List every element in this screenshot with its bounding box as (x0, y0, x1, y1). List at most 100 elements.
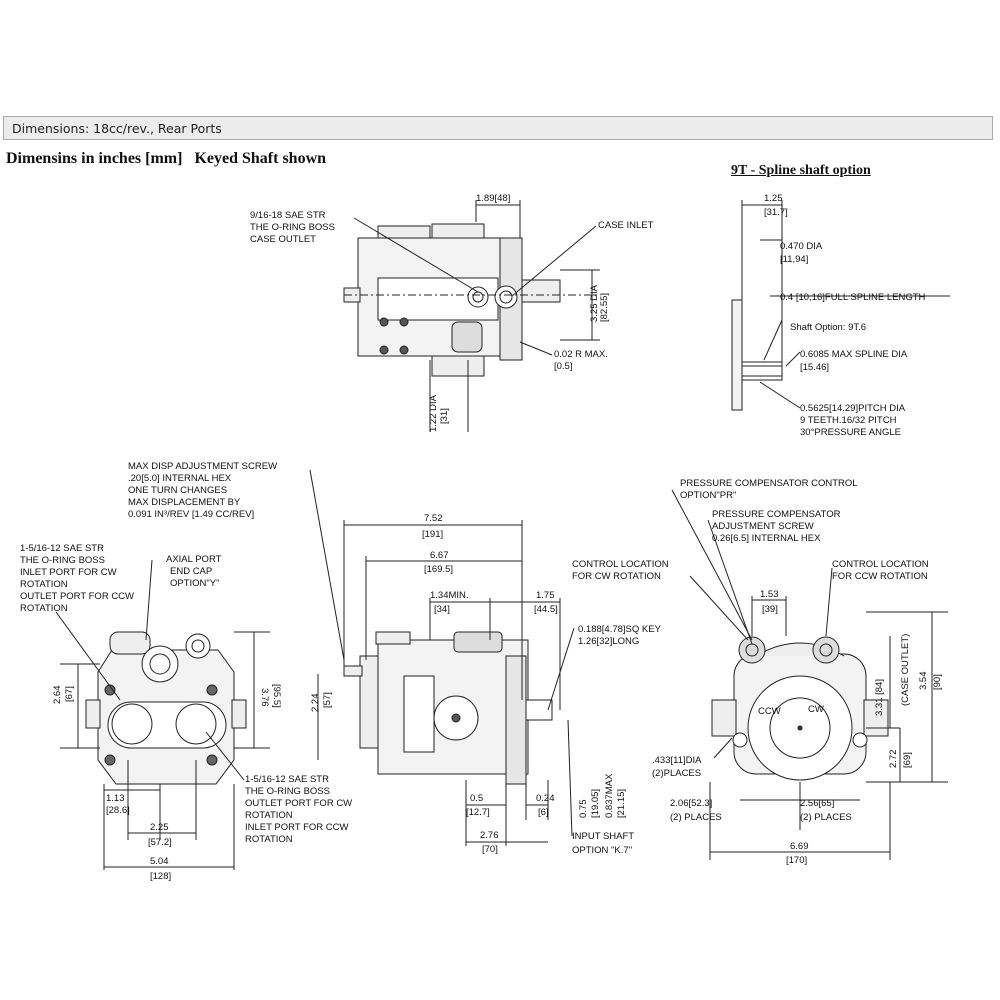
hole-dia-label: .433[11]DIA (652, 755, 702, 766)
max-disp-label-5: 0.091 IN³/REV [1.49 CC/REV] (128, 509, 254, 520)
dim-2-64: 2.64 (52, 686, 63, 705)
front-view-pump (711, 636, 889, 781)
cw-location-label-1: CONTROL LOCATION (572, 559, 669, 570)
dim-3-76: 3.76 (259, 688, 270, 707)
main-heading: Dimensins in inches [mm] Keyed Shaft sho… (6, 150, 327, 167)
dim-0-75-mm: [19.05] (590, 789, 601, 818)
dim-2-06-places: (2) PLACES (670, 812, 722, 823)
dim-2-56: 2.56[65] (800, 798, 834, 809)
dim-0-5-mm: [12.7] (466, 807, 490, 818)
dim-2-56-places: (2) PLACES (800, 812, 852, 823)
hole-places-label: (2)PLACES (652, 768, 701, 779)
dim-2-25-mm: [57.2] (148, 837, 172, 848)
spline-shaft-view (731, 299, 783, 411)
dim-0-837-mm: [21.15] (616, 789, 627, 818)
dim-1-25: 1.25 (764, 193, 783, 204)
inlet-port-label-1: 1-5/16-12 SAE STR (20, 543, 104, 554)
cw-location-label-2: FOR CW ROTATION (572, 571, 661, 582)
dim-2-25: 2.25 (150, 822, 169, 833)
dim-5-04: 5.04 (150, 856, 169, 867)
outlet-port-label-2: THE O-RING BOSS (245, 786, 330, 797)
dim-2-72: 2.72 (888, 750, 899, 769)
max-spline-dia-mm: [15.46] (800, 362, 829, 373)
pressure-angle: 30°PRESSURE ANGLE (800, 427, 901, 438)
pc-control-label-1: PRESSURE COMPENSATOR CONTROL (680, 478, 858, 489)
case-inlet-label: CASE INLET (598, 220, 654, 231)
dim-6-69: 6.69 (790, 841, 809, 852)
cw-label: CW (808, 704, 824, 715)
outlet-port-label-6: ROTATION (245, 834, 293, 845)
dim-2-24: 2.24 (310, 694, 321, 713)
key-label-2: 1.26[32]LONG (578, 636, 639, 647)
dim-1-34-mm: [34] (434, 604, 450, 615)
dim-1-22-dia: 1.22 DIA (428, 394, 439, 432)
dim-3-25-dia: 3.25 DIA (589, 284, 600, 322)
pc-screw-label-2: ADJUSTMENT SCREW (712, 521, 814, 532)
dim-1-22-dia-mm: [31] (439, 408, 450, 424)
spline-length-label: 0.4 [10,16]FULL SPLINE LENGTH (780, 292, 926, 303)
dim-3-25-dia-mm: [82.55] (599, 293, 610, 322)
dim-2-76: 2.76 (480, 830, 499, 841)
header-title: Dimensions: 18cc/rev., Rear Ports (12, 121, 222, 136)
radius-label-2: [0.5] (554, 361, 573, 372)
ccw-location-label-1: CONTROL LOCATION (832, 559, 929, 570)
dim-1-75: 1.75 (536, 590, 555, 601)
ccw-location-label-2: FOR CCW ROTATION (832, 571, 928, 582)
case-outlet-label-3: CASE OUTLET (250, 234, 316, 245)
inlet-port-label-2: THE O-RING BOSS (20, 555, 105, 566)
top-view-pump (343, 223, 600, 377)
dim-6-69-mm: [170] (786, 855, 807, 866)
dim-1-13: 1.13 (106, 793, 125, 804)
dim-2-72-mm: [69] (902, 752, 913, 768)
dim-1-34-min: 1.34MIN. (430, 590, 469, 601)
ccw-label: CCW (758, 706, 781, 717)
dim-0-24: 0.24 (536, 793, 555, 804)
dim-0-5: 0.5 (470, 793, 483, 804)
dim-6-67: 6.67 (430, 550, 449, 561)
side-view-pump (343, 631, 553, 785)
key-label-1: 0.188[4.78]SQ KEY (578, 624, 662, 635)
dim-2-24-mm: [57] (322, 692, 333, 708)
dim-0-24-mm: [6] (538, 807, 549, 818)
dim-3-31-case-outlet: (CASE OUTLET) (900, 634, 911, 706)
dim-1-75-mm: [44.5] (534, 604, 558, 615)
outlet-port-label-4: ROTATION (245, 810, 293, 821)
dia-0-470: 0.470 DIA (780, 241, 823, 252)
dia-0-470-mm: [11,94] (780, 254, 808, 265)
dim-7-52: 7.52 (424, 513, 443, 524)
dim-5-04-mm: [128] (150, 871, 171, 882)
outlet-port-label-1: 1-5/16-12 SAE STR (245, 774, 329, 785)
dim-3-54-mm: [90] (932, 674, 943, 690)
max-disp-label-3: ONE TURN CHANGES (128, 485, 227, 496)
max-disp-label-1: MAX DISP ADJUSTMENT SCREW (128, 461, 277, 472)
outlet-port-label-5: INLET PORT FOR CCW (245, 822, 348, 833)
dim-0-837-max: 0.837MAX (604, 773, 615, 818)
case-outlet-label-2: THE O-RING BOSS (250, 222, 335, 233)
max-spline-dia: 0.6085 MAX SPLINE DIA (800, 349, 908, 360)
inlet-port-label-5: OUTLET PORT FOR CCW (20, 591, 134, 602)
dim-1-53: 1.53 (760, 589, 779, 600)
pitch-teeth: 9 TEETH.16/32 PITCH (800, 415, 897, 426)
case-outlet-label-1: 9/16-18 SAE STR (250, 210, 326, 221)
shaft-option-label: Shaft Option: 9T.6 (790, 322, 866, 333)
dim-1-13-mm: [28.6] (106, 805, 130, 816)
inlet-port-label-4: ROTATION (20, 579, 68, 590)
input-shaft-label-2: OPTION "K.7" (572, 845, 632, 856)
dim-3-31: 3.31 [84] (874, 679, 885, 716)
inlet-port-label-6: ROTATION (20, 603, 68, 614)
pc-screw-label-1: PRESSURE COMPENSATOR (712, 509, 841, 520)
dim-7-52-mm: [191] (422, 529, 443, 540)
axial-port-label-1: AXIAL PORT (166, 554, 222, 565)
pc-control-label-2: OPTION"PR" (680, 490, 736, 501)
dim-3-54: 3.54 (918, 672, 929, 691)
dim-0-75: 0.75 (578, 800, 589, 819)
dim-6-67-mm: [169.5] (424, 564, 453, 575)
dim-1-53-mm: [39] (762, 604, 778, 615)
max-disp-label-4: MAX DISPLACEMENT BY (128, 497, 241, 508)
dim-2-06: 2.06[52.3] (670, 798, 712, 809)
pitch-dia: 0.5625[14.29]PITCH DIA (800, 403, 906, 414)
dim-top-1-89: 1.89[48] (476, 193, 510, 204)
rear-view-pump (85, 631, 247, 785)
max-disp-label-2: .20[5.0] INTERNAL HEX (128, 473, 232, 484)
